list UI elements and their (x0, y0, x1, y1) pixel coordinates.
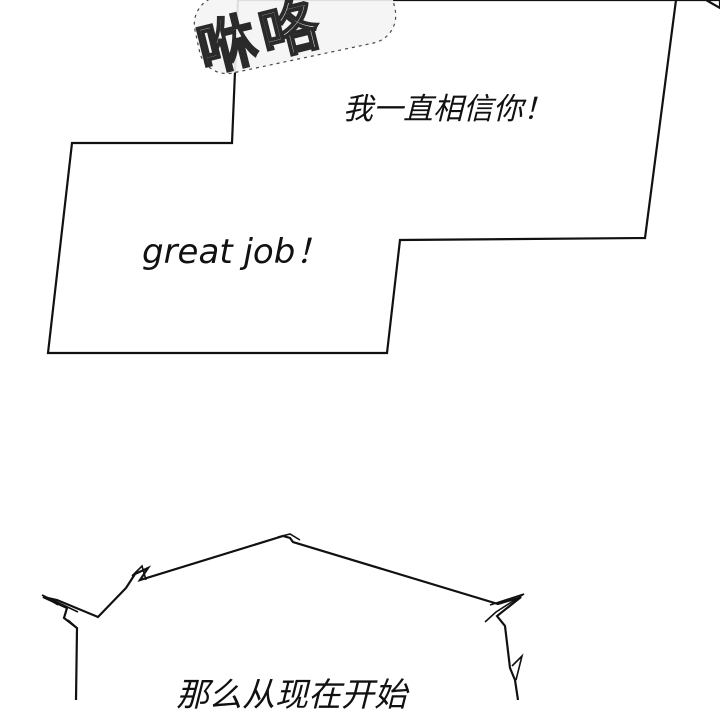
speech-bubble-1 (46, 0, 720, 355)
bubble-2-spikes (41, 533, 525, 681)
bubble-1-line-2: great job！ (142, 232, 330, 272)
panel-art (41, 0, 720, 700)
speech-bubble-2 (42, 534, 522, 700)
bubble-1-line-1: 我一直相信你！ (343, 92, 553, 127)
bubble-2-text: 那么从现在开始 (176, 675, 407, 714)
sound-effect-backdrop (193, 0, 397, 75)
comic-panel: 咻咯 我一直相信你！ great job！ 那么从现在开始 (41, 0, 720, 714)
